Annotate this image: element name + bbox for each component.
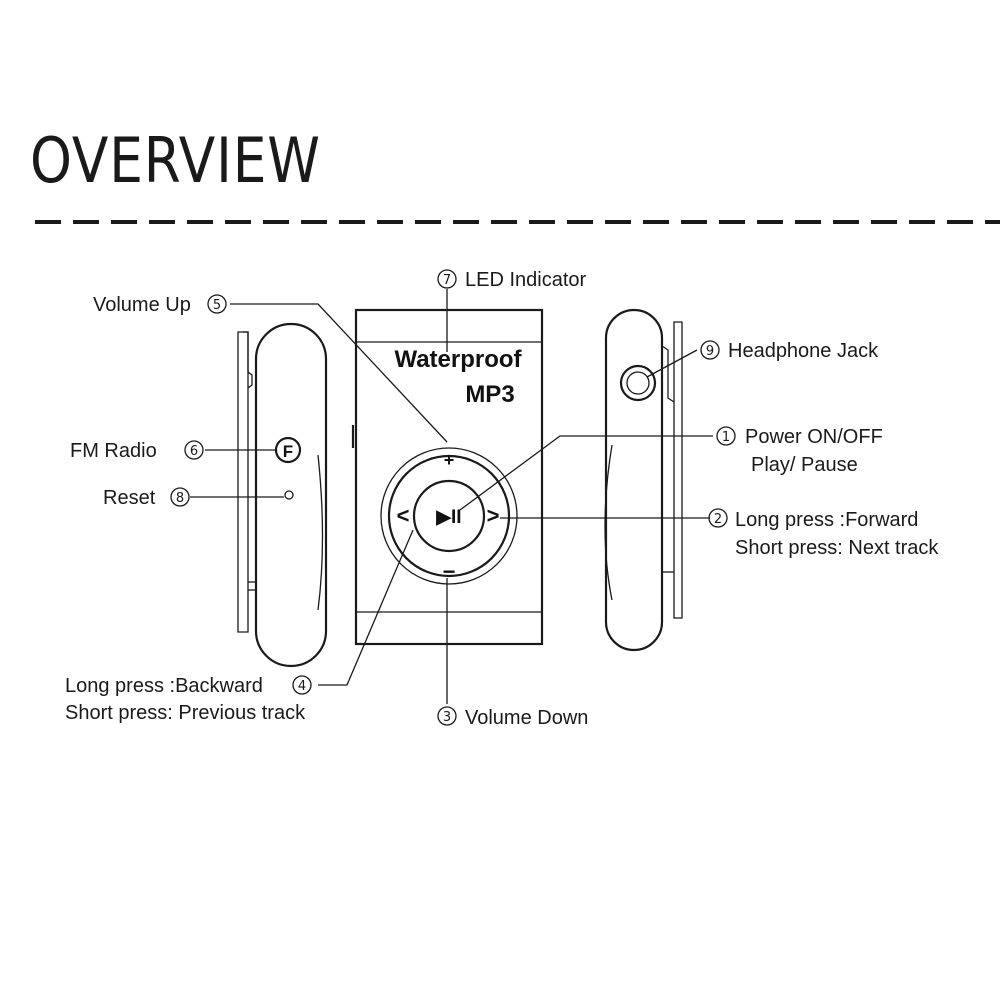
play-pause-icon: ▶II [435,507,461,528]
callout-power: 1 Power ON/OFF Play/ Pause [716,426,883,476]
previous-key: < [397,503,410,528]
leader-lines [190,289,713,704]
callout-label: Play/ Pause [751,454,858,476]
control-ring [387,454,511,578]
front-view: Waterproof MP3 ▶II + − < > [351,308,544,646]
callout-label: Power ON/OFF [745,426,883,448]
right-side-view [604,308,683,652]
brand-mp3: MP3 [465,381,514,408]
fm-key-label: F [283,442,293,461]
callout-reset: Reset 8 [103,487,190,509]
callout-number: 6 [190,444,198,459]
callout-label: LED Indicator [465,269,587,291]
reset-hole [284,490,294,500]
callout-label: Headphone Jack [728,340,879,362]
next-key: > [487,503,500,528]
play-pause-button [412,479,486,553]
callout-volume-down: 3 Volume Down [437,706,588,729]
callout-label: Reset [103,487,156,509]
volume-up-key: + [444,450,455,470]
brand-waterproof: Waterproof [394,346,522,373]
callout-label: Short press: Next track [735,537,939,559]
callout-volume-up: Volume Up 5 [93,294,227,316]
callout-backward: Long press :Backward 4 Short press: Prev… [65,675,312,724]
callout-fm-radio: FM Radio 6 [70,440,204,462]
callout-number: 2 [714,512,722,527]
callout-number: 4 [298,679,306,694]
callout-number: 1 [722,430,730,445]
callout-label: Long press :Forward [735,509,918,531]
callout-led: 7 LED Indicator [437,269,587,291]
callout-label: Volume Up [93,294,191,316]
callout-label: Long press :Backward [65,675,263,697]
left-side-view: F [237,322,328,668]
callout-number: 8 [176,491,184,506]
callout-number: 7 [443,273,451,288]
callout-number: 5 [213,298,221,313]
callout-label: Short press: Previous track [65,702,306,724]
volume-down-key: − [443,559,456,584]
headphone-jack [619,364,657,402]
page-title: OVERVIEW [30,124,321,197]
callout-forward: 2 Long press :Forward Short press: Next … [708,508,939,559]
callout-number: 9 [706,344,714,359]
callout-headphone: 9 Headphone Jack [700,340,879,362]
callout-label: FM Radio [70,440,157,462]
callout-number: 3 [443,710,451,725]
callout-label: Volume Down [465,707,588,729]
